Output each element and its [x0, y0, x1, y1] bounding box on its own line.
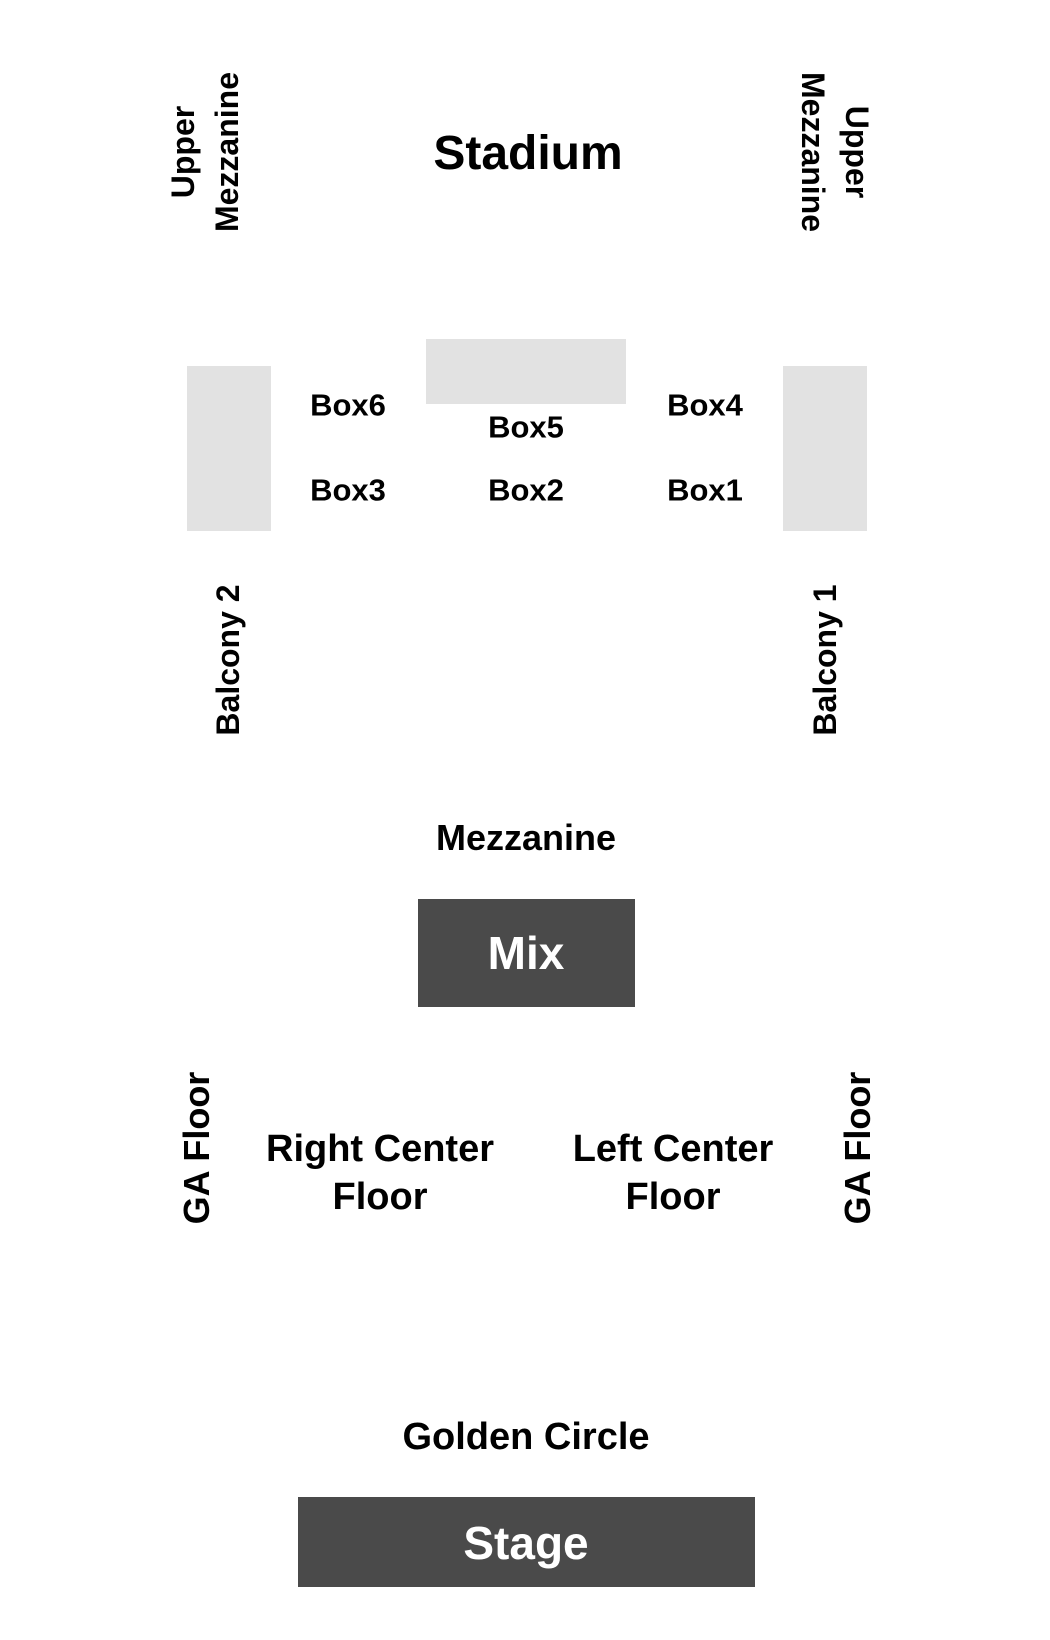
ga-floor-left-label[interactable]: GA Floor [176, 1071, 217, 1225]
stage-block [298, 1497, 755, 1587]
mezzanine-label[interactable]: Mezzanine [435, 817, 617, 858]
balcony-1-label[interactable]: Balcony 1 [807, 584, 843, 736]
golden-circle-label[interactable]: Golden Circle [402, 1416, 650, 1458]
box6-label[interactable]: Box6 [310, 387, 386, 423]
balcony-2-block[interactable] [187, 366, 271, 531]
box5-label[interactable]: Box5 [488, 409, 564, 445]
box4-label[interactable]: Box4 [667, 387, 743, 423]
balcony-1-block[interactable] [783, 366, 867, 531]
right-center-floor-label[interactable]: Right Center Floor [266, 1128, 494, 1218]
mix-label: Mix [487, 927, 565, 979]
balcony-2-label[interactable]: Balcony 2 [210, 584, 246, 736]
box1-label[interactable]: Box1 [667, 472, 743, 508]
mix-block[interactable] [418, 899, 635, 1007]
box2-label[interactable]: Box2 [488, 472, 564, 508]
left-center-floor-label[interactable]: Left Center Floor [572, 1128, 774, 1218]
box5-block[interactable] [426, 339, 626, 404]
stage-label: Stage [463, 1517, 589, 1569]
ga-floor-right-label[interactable]: GA Floor [837, 1071, 878, 1225]
box3-label[interactable]: Box3 [310, 472, 386, 508]
upper-mezzanine-left-label[interactable]: Upper Mezzanine [165, 71, 245, 233]
upper-mezzanine-right-label[interactable]: Upper Mezzanine [795, 71, 875, 233]
stadium-label[interactable]: Stadium [433, 127, 623, 180]
